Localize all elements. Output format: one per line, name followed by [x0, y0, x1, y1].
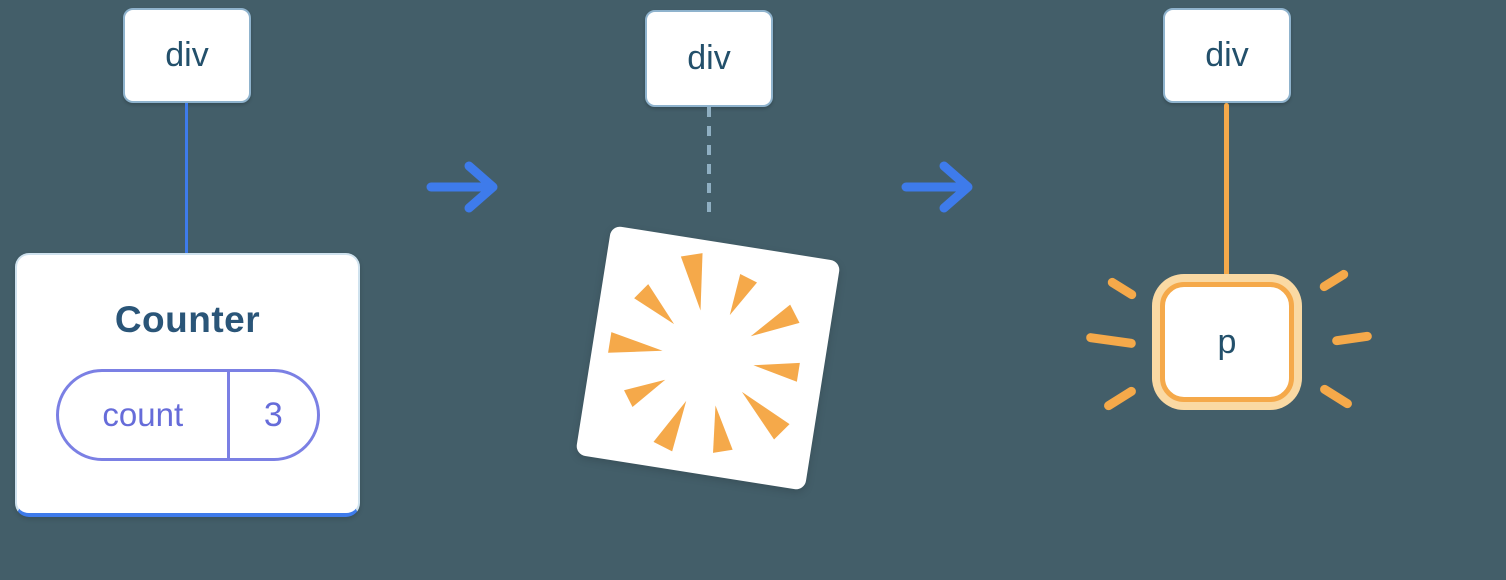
sparkle-icon — [1331, 331, 1373, 346]
state-key: count — [102, 396, 184, 433]
state-pill: count 3 — [55, 369, 320, 461]
dom-node-div: div — [645, 10, 773, 107]
sparkle-icon — [1318, 383, 1354, 410]
state-value: 3 — [263, 395, 283, 434]
sparkle-icon — [1085, 332, 1137, 349]
pill-divider — [227, 372, 231, 458]
sparkle-icon — [1318, 268, 1350, 293]
counter-component-card: Counter count 3 — [15, 253, 360, 517]
component-name: Counter — [114, 299, 261, 340]
tree-edge-dashed — [707, 107, 711, 217]
arrow-right-icon — [426, 161, 498, 213]
sparkle-icon — [1106, 276, 1138, 301]
dom-node-label: div — [1205, 36, 1249, 74]
dom-node-label: div — [165, 36, 209, 74]
dom-node-div: div — [1163, 8, 1291, 103]
dom-node-label: div — [687, 39, 731, 77]
dom-node-div: div — [123, 8, 251, 103]
sparkle-icon — [1102, 385, 1138, 412]
poof-explosion-icon — [576, 226, 840, 490]
tree-edge-solid — [185, 103, 188, 253]
new-node-label: p — [1217, 322, 1237, 361]
new-p-node: p — [1160, 282, 1294, 402]
arrow-right-icon — [901, 161, 973, 213]
tree-edge-orange — [1224, 103, 1229, 287]
